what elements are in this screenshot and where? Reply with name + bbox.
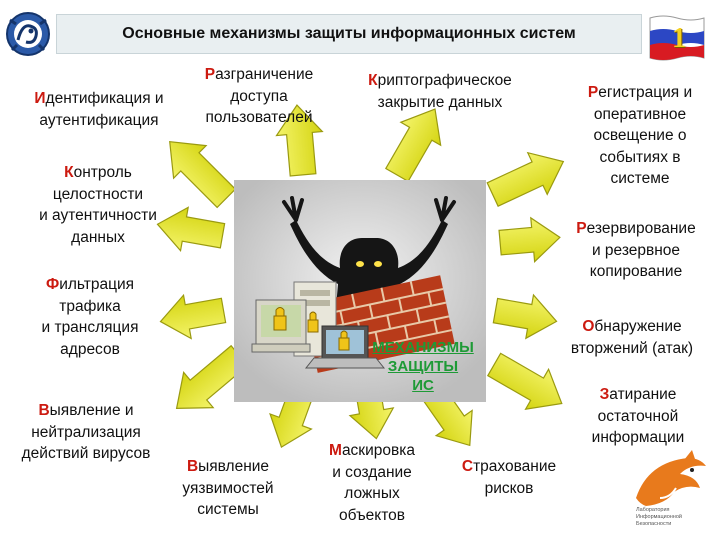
mechanism-identification: Идентификация и аутентификация bbox=[34, 90, 164, 129]
page-title-text: Основные механизмы защиты информационных… bbox=[122, 25, 576, 42]
arrow-shape bbox=[156, 206, 226, 253]
arrow-shape bbox=[423, 386, 473, 447]
mechanism-vulnerability-detection: Выявление уязвимостей системы bbox=[182, 458, 274, 518]
lab-logo-icon bbox=[6, 12, 50, 56]
slide-number: 1 bbox=[672, 23, 686, 54]
arrow-shape bbox=[492, 293, 558, 340]
page-title: Основные механизмы защиты информационных… bbox=[56, 14, 642, 54]
arrow-shape bbox=[498, 216, 561, 263]
center-caption-line: ИС bbox=[412, 377, 434, 394]
mechanism-event-logging: Регистрация и оперативное освещение о со… bbox=[587, 84, 693, 187]
mechanism-residual-wiping: Затирание остаточной информации bbox=[591, 386, 685, 446]
russian-flag-icon bbox=[649, 15, 705, 61]
fox-logo-caption: Лаборатория Информационной Безопасности bbox=[636, 507, 682, 527]
arrow-shape bbox=[275, 104, 324, 177]
arrow-shape bbox=[385, 108, 442, 183]
shadow-firewall-illustration bbox=[234, 180, 486, 402]
arrow-shape bbox=[159, 293, 227, 340]
fox-logo-icon bbox=[636, 450, 706, 506]
mechanism-intrusion-detection: Обнаружение вторжений (атак) bbox=[570, 318, 694, 357]
center-caption-line: МЕХАНИЗМЫ bbox=[372, 339, 474, 356]
arrow-shape bbox=[486, 352, 563, 410]
mechanism-virus-detection: Выявление и нейтрализация действий вирус… bbox=[21, 402, 151, 462]
arrow-shape bbox=[175, 344, 249, 409]
mechanism-access-control: Разграничение доступа пользователей bbox=[204, 66, 314, 126]
center-caption: МЕХАНИЗМЫ ЗАЩИТЫ ИС bbox=[360, 338, 486, 395]
mechanism-backup: Резервирование и резервное копирование bbox=[576, 220, 696, 280]
arrow-shape bbox=[169, 141, 237, 209]
mechanism-risk-insurance: Страхование рисков bbox=[461, 458, 557, 497]
center-caption-line: ЗАЩИТЫ bbox=[387, 358, 459, 375]
mechanism-cryptography: Криптографическое закрытие данных bbox=[368, 72, 512, 111]
mechanism-integrity-control: Контроль целостности и аутентичности дан… bbox=[39, 164, 157, 246]
mechanism-masking-decoys: Маскировка и создание ложных объектов bbox=[329, 442, 415, 524]
arrow-shape bbox=[486, 151, 565, 207]
mechanism-traffic-filtering: Фильтрация трафика и трансляция адресов bbox=[41, 276, 139, 358]
